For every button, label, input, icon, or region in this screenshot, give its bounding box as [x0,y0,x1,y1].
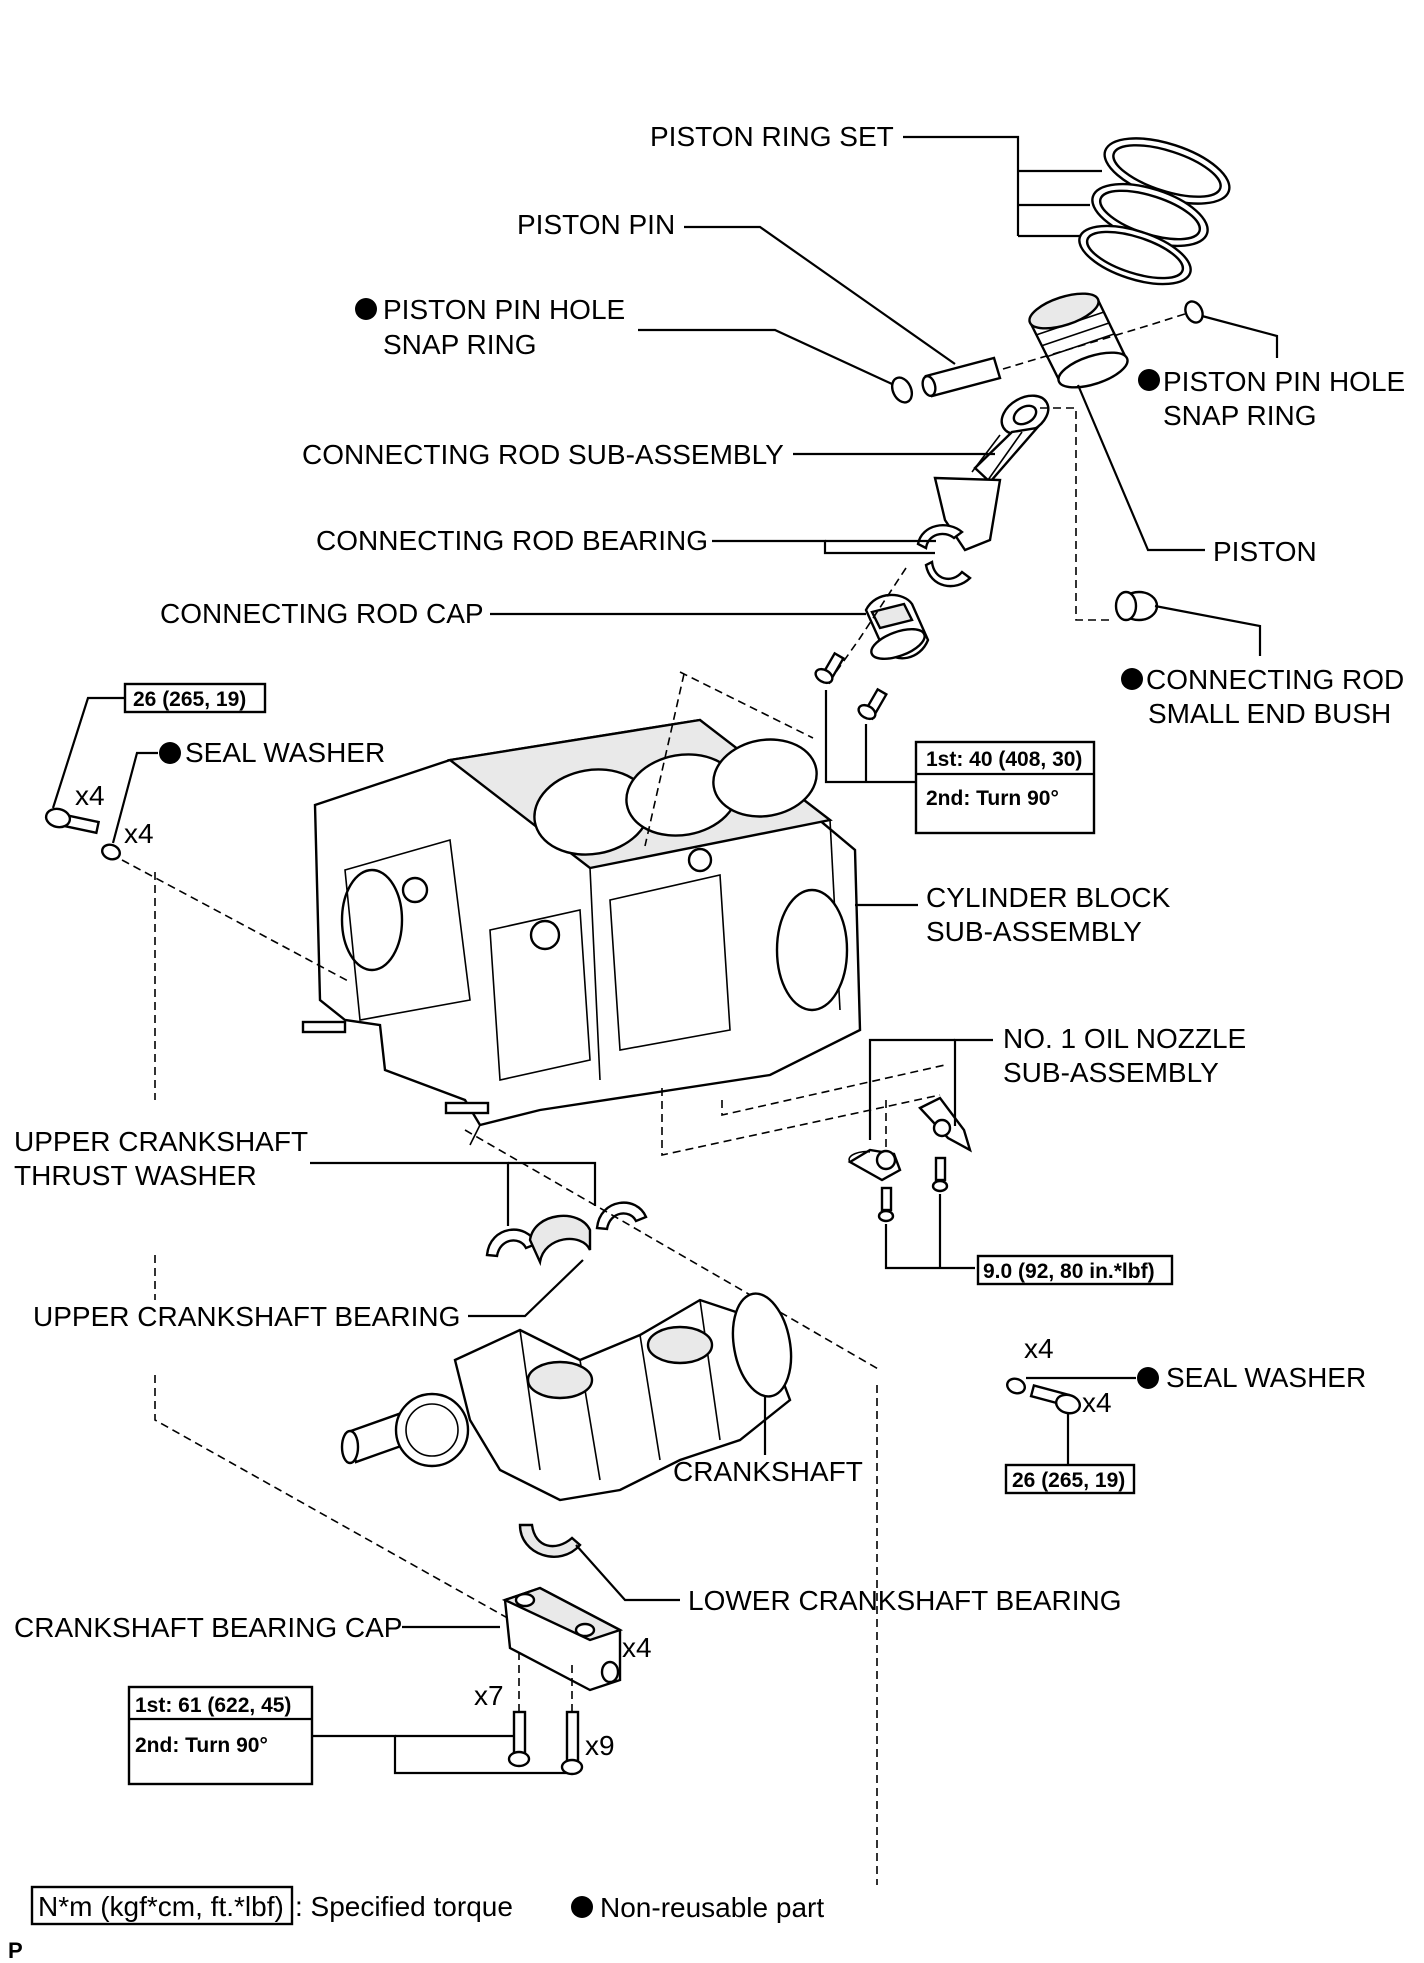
lower-bearing-label: LOWER CRANKSHAFT BEARING [688,1585,1122,1616]
snap-ring-right-label-1: PISTON PIN HOLE [1163,366,1405,397]
snap-ring-left [890,376,914,404]
torque-top-left: 26 (265, 19) [133,688,246,711]
bearing-cap-bolt [560,1710,584,1776]
torque-box-right [1004,1463,1136,1495]
torque-rod-cap-1: 1st: 40 (408, 30) [926,748,1082,771]
connecting-rod [933,394,1050,552]
upper-crankshaft-bearing [528,1214,592,1267]
oil-nozzle [847,1148,902,1223]
torque-box-rod-cap [914,740,1096,835]
upper-thrust-label-2: THRUST WASHER [14,1160,257,1191]
block-bolt-left [44,807,101,835]
torque-bearing-cap-2: 2nd: Turn 90° [135,1734,268,1757]
connecting-rod-sub-label: CONNECTING ROD SUB-ASSEMBLY [302,439,784,470]
oil-nozzle [918,1096,972,1193]
piston-pin [921,356,1002,398]
torque-box-bearing-cap [127,1685,314,1786]
piston-label: PISTON [1213,536,1317,567]
snap-ring-right [1184,300,1204,324]
legend-torque-box [30,1885,294,1926]
connecting-rod-cap-label: CONNECTING ROD CAP [160,598,484,629]
qty-bolt-top-left: x4 [75,780,105,811]
block-bolt-right [1029,1384,1082,1415]
torque-right: 26 (265, 19) [1012,1469,1125,1492]
piston-ring-set [1078,137,1231,286]
qty-bearing-cap: x4 [622,1632,652,1663]
torque-bearing-cap-1: 1st: 61 (622, 45) [135,1694,291,1717]
connecting-rod-cap [864,593,930,660]
torque-oil-nozzle: 9.0 (92, 80 in.*lbf) [983,1260,1155,1283]
crankshaft [340,1292,793,1502]
torque-box-oil-nozzle [976,1254,1174,1286]
qty-bolt-right: x4 [1082,1387,1112,1418]
crankshaft-label: CRANKSHAFT [673,1456,863,1487]
piston-ring-set-label: PISTON RING SET [650,121,894,152]
upper-bearing-label: UPPER CRANKSHAFT BEARING [33,1301,460,1332]
seal-washer-left [101,843,121,861]
legend-torque-text: : Specified torque [295,1891,513,1922]
seal-washer-top-label: SEAL WASHER [185,737,385,768]
connecting-rod-bearing-label: CONNECTING ROD BEARING [316,525,708,556]
snap-ring-right-label-2: SNAP RING [1163,400,1317,431]
rod-cap-bolt [814,651,845,685]
rod-cap-bolt [857,687,888,721]
small-end-bush-label-1: CONNECTING ROD [1146,664,1404,695]
crankshaft-bearing-cap [501,1586,624,1692]
cylinder-block-label-1: CYLINDER BLOCK [926,882,1171,913]
nonreusable-dot-icon [355,298,377,320]
piston [1028,292,1129,389]
piston-pin-label: PISTON PIN [517,209,675,240]
small-end-bush [1114,590,1159,622]
nonreusable-dot-icon [571,1896,593,1918]
nonreusable-dot-icon [1121,668,1143,690]
qty-cap-bolt-a: x7 [474,1680,504,1711]
oil-nozzle-label-2: SUB-ASSEMBLY [1003,1057,1219,1088]
qty-cap-bolt-b: x9 [585,1730,615,1761]
torque-rod-cap-2: 2nd: Turn 90° [926,787,1059,810]
legend-nonreusable-text: Non-reusable part [600,1892,824,1923]
cylinder-block [301,718,862,1146]
legend-torque-unit: N*m (kgf*cm, ft.*lbf) [38,1891,284,1922]
lower-crankshaft-bearing [518,1523,582,1558]
footer-code: P [8,1938,23,1963]
upper-thrust-label-1: UPPER CRANKSHAFT [14,1126,308,1157]
torque-box-top-left [123,682,267,714]
small-end-bush-label-2: SMALL END BUSH [1148,698,1391,729]
nonreusable-dot-icon [1138,369,1160,391]
nonreusable-dot-icon [159,742,181,764]
seal-washer-right [1006,1377,1026,1395]
snap-ring-left-label-1: PISTON PIN HOLE [383,294,625,325]
cylinder-block-label-2: SUB-ASSEMBLY [926,916,1142,947]
oil-nozzle-label-1: NO. 1 OIL NOZZLE [1003,1023,1246,1054]
snap-ring-left-label-2: SNAP RING [383,329,537,360]
bearing-cap-bolt [507,1710,531,1768]
qty-washer-right: x4 [1024,1333,1054,1364]
seal-washer-right-label: SEAL WASHER [1166,1362,1366,1393]
nonreusable-dot-icon [1137,1367,1159,1389]
bearing-cap-label: CRANKSHAFT BEARING CAP [14,1612,402,1643]
qty-washer-top-left: x4 [124,818,154,849]
